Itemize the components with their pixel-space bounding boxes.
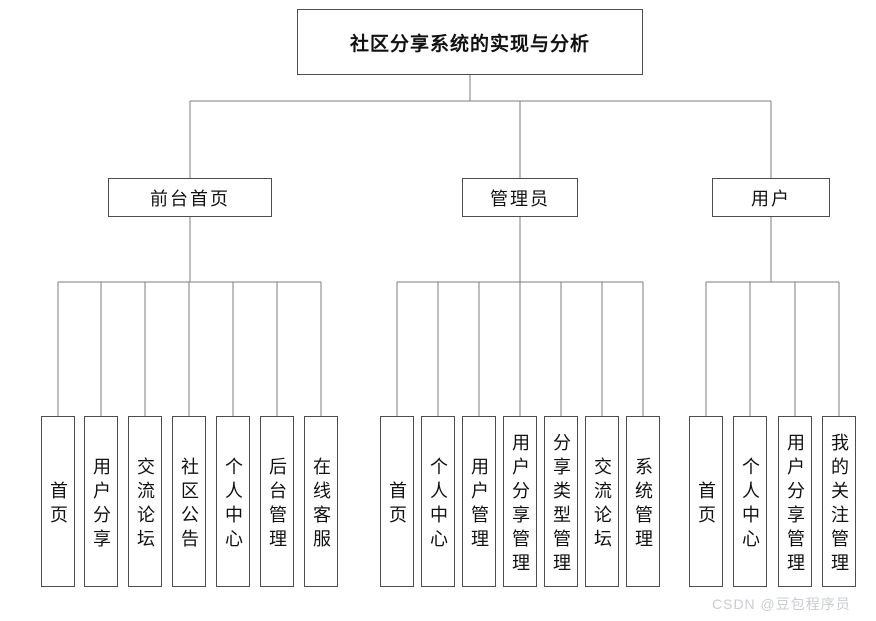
- branch-node-label: 管理员: [490, 188, 550, 209]
- leaf-node: 用户分享管理: [503, 416, 537, 587]
- branch-node-label: 用户: [751, 188, 791, 209]
- leaf-node-label: 用户分享管理: [785, 432, 805, 577]
- leaf-node: 系统管理: [626, 416, 660, 587]
- branch-node-user: 用户: [712, 178, 830, 217]
- leaf-node: 用户分享: [84, 416, 118, 587]
- leaf-node: 首页: [380, 416, 414, 587]
- leaf-node-label: 首页: [387, 480, 407, 529]
- leaf-node: 首页: [41, 416, 75, 587]
- leaf-node: 用户分享管理: [778, 416, 812, 587]
- leaf-node-label: 系统管理: [633, 456, 653, 553]
- branch-node-admin: 管理员: [462, 178, 578, 217]
- leaf-node-label: 个人中心: [428, 456, 448, 553]
- leaf-node: 在线客服: [304, 416, 338, 587]
- leaf-node: 分享类型管理: [544, 416, 578, 587]
- branch-node-front-home: 前台首页: [108, 178, 272, 217]
- leaf-node: 首页: [689, 416, 723, 587]
- leaf-node-label: 在线客服: [311, 456, 331, 553]
- leaf-node-label: 交流论坛: [135, 456, 155, 553]
- leaf-node-label: 我的关注管理: [829, 432, 849, 577]
- leaf-node-label: 用户管理: [469, 456, 489, 553]
- csdn-watermark: CSDN @豆包程序员: [712, 596, 851, 612]
- root-node: 社区分享系统的实现与分析: [297, 9, 643, 75]
- leaf-node: 交流论坛: [585, 416, 619, 587]
- leaf-node-label: 分享类型管理: [551, 432, 571, 577]
- leaf-node: 用户管理: [462, 416, 496, 587]
- leaf-node: 交流论坛: [128, 416, 162, 587]
- leaf-node-label: 首页: [48, 480, 68, 529]
- leaf-node-label: 用户分享: [91, 456, 111, 553]
- leaf-node: 社区公告: [172, 416, 206, 587]
- leaf-node-label: 个人中心: [740, 456, 760, 553]
- branch-node-label: 前台首页: [150, 188, 230, 209]
- leaf-node: 个人中心: [421, 416, 455, 587]
- leaf-node: 个人中心: [216, 416, 250, 587]
- leaf-node-label: 社区公告: [179, 456, 199, 553]
- leaf-node-label: 首页: [696, 480, 716, 529]
- leaf-node: 后台管理: [260, 416, 294, 587]
- leaf-node: 个人中心: [733, 416, 767, 587]
- leaf-node: 我的关注管理: [822, 416, 856, 587]
- leaf-node-label: 后台管理: [267, 456, 287, 553]
- root-node-label: 社区分享系统的实现与分析: [349, 33, 590, 55]
- leaf-node-label: 用户分享管理: [510, 432, 530, 577]
- leaf-node-label: 交流论坛: [592, 456, 612, 553]
- leaf-node-label: 个人中心: [223, 456, 243, 553]
